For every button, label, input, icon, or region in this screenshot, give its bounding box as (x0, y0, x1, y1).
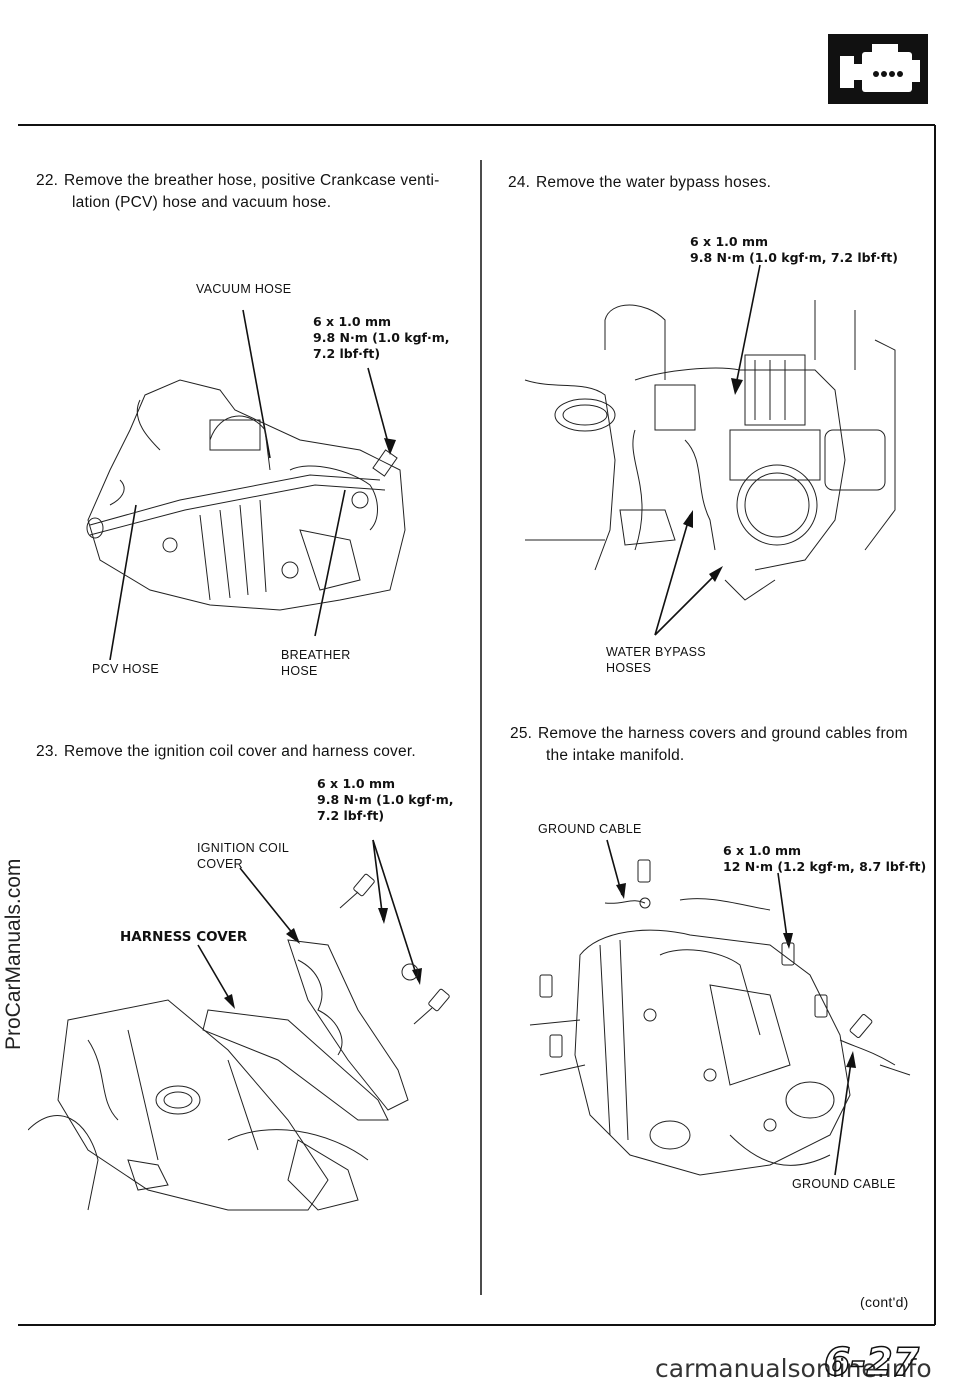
label-line: HOSES (606, 661, 652, 675)
label-ignition-coil-cover: IGNITION COIL COVER (197, 840, 289, 872)
step-22: 22. Remove the breather hose, positive Cr… (36, 170, 466, 214)
label-line: HOSE (281, 664, 318, 678)
step-number: 22. (36, 172, 59, 189)
label-breather-hose: BREATHER HOSE (281, 647, 351, 679)
watermark-side[interactable]: ProCarManuals.com (2, 858, 25, 1050)
torque-line: 6 x 1.0 mm (690, 234, 769, 249)
step-23: 23. Remove the ignition coil cover and ha… (36, 741, 466, 763)
torque-line: 12 N·m (1.2 kgf·m, 8.7 lbf·ft) (723, 859, 927, 874)
torque-line: 6 x 1.0 mm (723, 843, 802, 858)
label-line: WATER BYPASS (606, 645, 706, 659)
torque-spec-23: 6 x 1.0 mm 9.8 N·m (1.0 kgf·m, 7.2 lbf·f… (317, 776, 454, 824)
step-text-cont: the intake manifold. (546, 747, 685, 764)
label-harness-cover: HARNESS COVER (120, 929, 248, 945)
label-ground-cable-top: GROUND CABLE (538, 822, 642, 836)
step-25: 25. Remove the harness covers and ground … (510, 723, 930, 767)
torque-line: 7.2 lbf·ft) (313, 346, 381, 361)
label-line: COVER (197, 857, 243, 871)
label-water-bypass-hoses: WATER BYPASS HOSES (606, 644, 706, 676)
step-text: Remove the water bypass hoses. (536, 174, 772, 191)
step-text-cont: lation (PCV) hose and vacuum hose. (72, 194, 332, 211)
torque-line: 6 x 1.0 mm (313, 314, 392, 329)
label-line: BREATHER (281, 648, 351, 662)
figure-ignition-coil-harness-cover (28, 839, 450, 1211)
torque-spec-25: 6 x 1.0 mm 12 N·m (1.2 kgf·m, 8.7 lbf·ft… (723, 843, 926, 875)
step-number: 24. (508, 174, 531, 191)
page-number: 6-27 (823, 1339, 920, 1385)
label-ground-cable-bottom: GROUND CABLE (792, 1177, 896, 1191)
label-pcv-hose: PCV HOSE (92, 662, 159, 676)
step-text: Remove the harness covers and ground cab… (538, 725, 908, 742)
figure-ground-cables (529, 839, 911, 1176)
continued-note: (cont'd) (860, 1294, 909, 1310)
engine-icon (828, 34, 928, 104)
step-number: 25. (510, 725, 533, 742)
label-line: IGNITION COIL (197, 841, 290, 855)
figure-breather-pcv-hoses (86, 309, 406, 660)
torque-line: 7.2 lbf·ft) (317, 808, 385, 823)
step-text: Remove the breather hose, positive Crank… (64, 172, 440, 189)
torque-line: 9.8 N·m (1.0 kgf·m, (313, 330, 450, 345)
watermark-bottom[interactable]: carmanualsonline.info (655, 1354, 932, 1383)
torque-spec-22: 6 x 1.0 mm 9.8 N·m (1.0 kgf·m, 7.2 lbf·f… (313, 314, 450, 362)
torque-spec-24: 6 x 1.0 mm 9.8 N·m (1.0 kgf·m, 7.2 lbf·f… (690, 234, 898, 266)
torque-line: 9.8 N·m (1.0 kgf·m, (317, 792, 454, 807)
label-vacuum-hose: VACUUM HOSE (196, 282, 292, 296)
torque-line: 6 x 1.0 mm (317, 776, 396, 791)
step-24: 24. Remove the water bypass hoses. (508, 172, 928, 194)
torque-line: 9.8 N·m (1.0 kgf·m, 7.2 lbf·ft) (690, 250, 898, 265)
figure-water-bypass-hoses (524, 264, 896, 636)
step-text: Remove the ignition coil cover and harne… (64, 743, 416, 760)
step-number: 23. (36, 743, 59, 760)
